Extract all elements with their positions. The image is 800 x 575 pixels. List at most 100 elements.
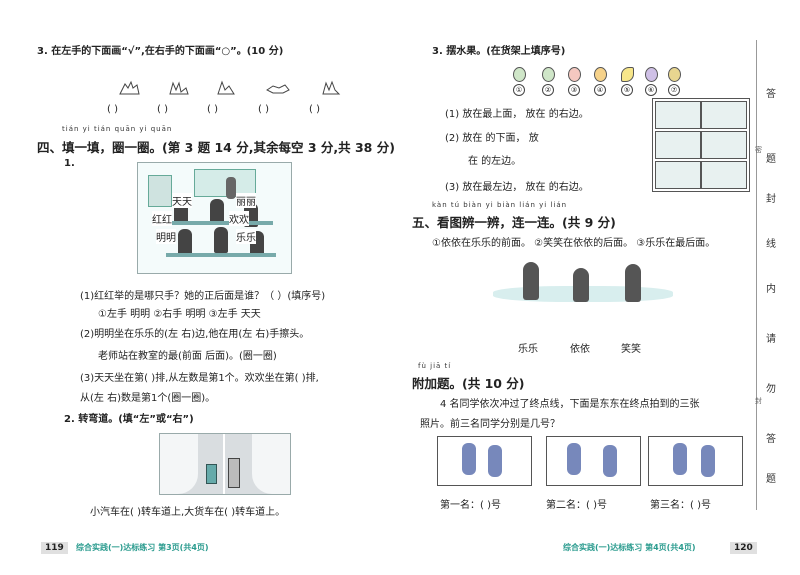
roadside xyxy=(252,434,290,494)
answer-blank[interactable]: ( ) xyxy=(107,104,118,115)
door xyxy=(148,175,172,207)
race-photo-3 xyxy=(648,436,743,486)
shelf-basket[interactable] xyxy=(701,161,747,189)
road-picture xyxy=(159,433,291,495)
answer-blank[interactable]: ( ) xyxy=(309,104,320,115)
roadside xyxy=(160,434,198,494)
binding-char: 题 xyxy=(766,474,776,485)
shelf-basket[interactable] xyxy=(701,101,747,129)
p2-text: 小汽车在( )转车道上,大货车在( )转车道上。 xyxy=(90,507,286,518)
binding-mark: 密 xyxy=(755,146,762,154)
binding-char: 请 xyxy=(766,334,776,345)
shelf-basket[interactable] xyxy=(655,131,701,159)
fruit-line3: 在 的左边。 xyxy=(468,156,522,167)
p1-num: 1. xyxy=(64,158,75,169)
grape-icon xyxy=(645,67,658,82)
hand-icon xyxy=(213,80,239,96)
desk xyxy=(163,221,273,225)
fruit-num: ② xyxy=(542,84,554,96)
banana-icon xyxy=(621,67,634,82)
shelf-basket[interactable] xyxy=(701,131,747,159)
fruit-num: ⑤ xyxy=(621,84,633,96)
sec5-title: 五、看图辨一辨，连一连。(共 9 分) xyxy=(412,215,616,230)
page-number-right: 120 xyxy=(730,542,757,554)
fruit-num: ⑦ xyxy=(668,84,680,96)
kid-name: 依依 xyxy=(570,344,590,355)
pineapple-icon xyxy=(668,67,681,82)
page-number-left: 119 xyxy=(41,542,68,554)
binding-char: 内 xyxy=(766,284,776,295)
binding-mark: 封 xyxy=(755,397,762,405)
q1-line1: (1)红红举的是哪只手？她的正后面是谁？（ ）(填序号) xyxy=(80,291,326,302)
binding-char: 答 xyxy=(766,89,776,100)
hand-icon xyxy=(117,80,143,96)
pear-icon xyxy=(542,67,555,82)
fruit-line1: (1) 放在最上面， 放在 的右边。 xyxy=(445,109,589,120)
binding-char: 封 xyxy=(766,194,776,205)
binding-char: 题 xyxy=(766,154,776,165)
girl-figure xyxy=(573,268,589,302)
car-figure xyxy=(206,464,217,484)
runner-figure xyxy=(488,445,502,477)
fruit-num: ④ xyxy=(594,84,606,96)
fruit-line2: (2) 放在 的下面， 放 xyxy=(445,133,539,144)
rank-3[interactable]: 第三名：( )号 xyxy=(650,500,711,511)
sec5-pinyin: kàn tú biàn yi biàn lián yi lián xyxy=(432,201,568,209)
label-lele: 乐乐 xyxy=(236,229,256,244)
extra-line2: 照片。前三名同学分别是几号？ xyxy=(420,419,560,430)
kid-name: 笑笑 xyxy=(621,344,641,355)
girl-figure xyxy=(625,264,641,302)
runner-figure xyxy=(701,445,715,477)
label-tiantian: 天天 xyxy=(172,193,192,208)
rank-2[interactable]: 第二名：( )号 xyxy=(546,500,607,511)
q1-line3: (2)明明坐在乐乐的(左 右)边,他在用(左 右)手擦头。 xyxy=(80,329,310,340)
hand-icon xyxy=(318,80,344,96)
binding-strip: 答 题 封 线 内 请 勿 答 题 密 封 xyxy=(755,40,787,510)
fruit-num: ⑥ xyxy=(645,84,657,96)
peach-icon xyxy=(568,67,581,82)
runner-figure xyxy=(462,443,476,475)
student-figure xyxy=(178,229,192,255)
sec4-pinyin: tián yi tián quān yi quān xyxy=(62,125,173,133)
hand-icon xyxy=(166,80,192,96)
answer-blank[interactable]: ( ) xyxy=(258,104,269,115)
race-photo-2 xyxy=(546,436,641,486)
label-huanhuan: 欢欢 xyxy=(229,211,249,226)
q1-line4: 老师站在教室的最(前面 后面)。(圈一圈) xyxy=(98,351,277,362)
binding-char: 勿 xyxy=(766,384,776,395)
answer-blank[interactable]: ( ) xyxy=(207,104,218,115)
kid-name: 乐乐 xyxy=(518,344,538,355)
shelf-basket[interactable] xyxy=(655,161,701,189)
label-honghong: 红红 xyxy=(152,211,172,226)
fruit-num: ① xyxy=(513,84,525,96)
hand-icon xyxy=(265,80,291,96)
footer-right: 综合实践(一)达标练习 第4页(共4页) xyxy=(563,543,696,552)
student-figure xyxy=(210,199,224,223)
q1-line5: (3)天天坐在第( )排,从左数是第1个。欢欢坐在第( )排, xyxy=(80,373,319,384)
fruit-title: 3. 摆水果。(在货架上填序号) xyxy=(432,46,566,57)
q1-line6: 从(左 右)数是第1个(圈一圈)。 xyxy=(80,393,216,404)
fruit-line4: (3) 放在最左边， 放在 的右边。 xyxy=(445,182,589,193)
sec4-title: 四、填一填，圈一圈。(第 3 题 14 分,其余每空 3 分,共 38 分) xyxy=(37,140,395,155)
kids-picture xyxy=(493,262,673,322)
fruit-shelf xyxy=(652,98,750,192)
truck-figure xyxy=(228,458,240,488)
answer-blank[interactable]: ( ) xyxy=(157,104,168,115)
binding-char: 线 xyxy=(766,239,776,250)
extra-line1: 4 名同学依次冲过了终点线，下面是东东在终点拍到的三张 xyxy=(440,399,700,410)
runner-figure xyxy=(603,445,617,477)
p2-title: 2. 转弯道。(填“左”或“右”) xyxy=(64,414,194,425)
rank-1[interactable]: 第一名：( )号 xyxy=(440,500,501,511)
teacher-figure xyxy=(226,177,236,199)
label-mingming: 明明 xyxy=(156,229,176,244)
orange-icon xyxy=(594,67,607,82)
strawberry-icon xyxy=(513,67,526,82)
blackboard xyxy=(194,169,256,197)
q1-options: ①左手 明明 ②右手 明明 ③左手 天天 xyxy=(98,309,261,320)
binding-char: 答 xyxy=(766,434,776,445)
desk xyxy=(166,253,276,257)
shelf-basket[interactable] xyxy=(655,101,701,129)
sec5-desc: ①依依在乐乐的前面。 ②笑笑在依依的后面。 ③乐乐在最后面。 xyxy=(432,238,716,249)
runner-figure xyxy=(673,443,687,475)
fruit-num: ③ xyxy=(568,84,580,96)
